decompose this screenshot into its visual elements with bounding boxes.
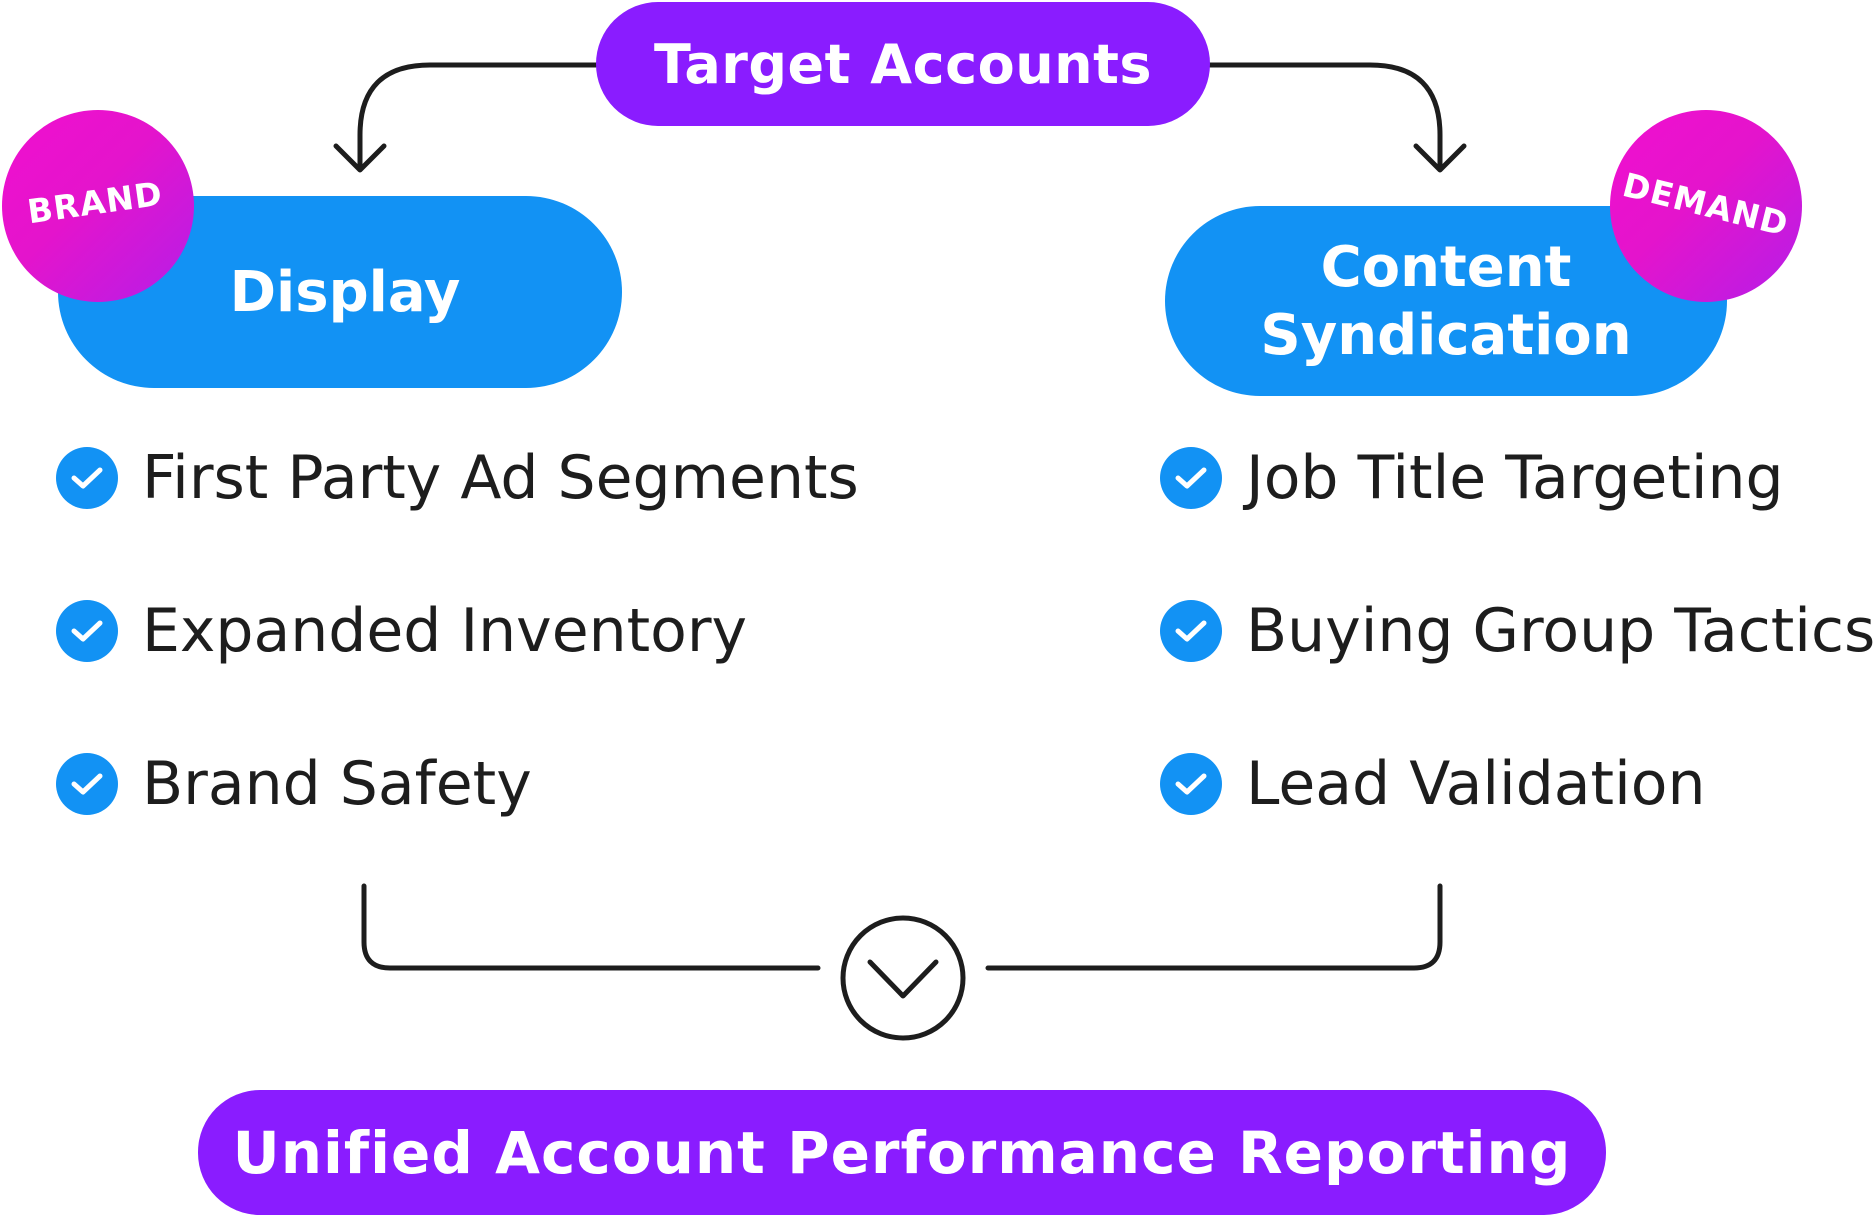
list-item-label: Brand Safety — [142, 749, 532, 819]
arrow-right-connector — [1207, 62, 1443, 171]
list-item-label: Lead Validation — [1246, 749, 1706, 819]
content-syndication-feature-list: Job Title Targeting Buying Group Tactics… — [1160, 443, 1876, 819]
content-syndication-title-line2: Syndication — [1260, 303, 1632, 368]
brand-badge: BRAND — [2, 110, 194, 302]
list-item-label: Expanded Inventory — [142, 596, 748, 666]
list-item-label: First Party Ad Segments — [142, 443, 859, 513]
list-item-label: Buying Group Tactics — [1246, 596, 1876, 666]
content-syndication-title-line1: Content — [1320, 235, 1572, 300]
check-circle-icon — [56, 447, 118, 509]
list-item: Brand Safety — [56, 749, 859, 819]
bracket-left-connector — [361, 883, 821, 971]
demand-badge-label: DEMAND — [1619, 164, 1793, 244]
bracket-right-connector — [985, 883, 1443, 971]
brand-badge-label: BRAND — [24, 173, 166, 231]
list-item: Expanded Inventory — [56, 596, 859, 666]
check-circle-icon — [56, 753, 118, 815]
arrow-down-icon — [1413, 143, 1467, 173]
chevron-down-circle-icon — [840, 915, 966, 1041]
list-item: Job Title Targeting — [1160, 443, 1875, 513]
arrow-left-connector — [357, 62, 599, 171]
demand-badge: DEMAND — [1610, 110, 1802, 302]
check-circle-icon — [1160, 447, 1222, 509]
list-item: Buying Group Tactics — [1160, 596, 1876, 666]
display-title: Display — [229, 259, 461, 325]
check-circle-icon — [1160, 753, 1222, 815]
check-circle-icon — [1160, 600, 1222, 662]
target-accounts-pill: Target Accounts — [596, 2, 1210, 126]
list-item-label: Job Title Targeting — [1246, 443, 1784, 513]
unified-reporting-pill: Unified Account Performance Reporting — [198, 1090, 1606, 1215]
check-circle-icon — [56, 600, 118, 662]
target-accounts-label: Target Accounts — [653, 32, 1153, 96]
unified-reporting-label: Unified Account Performance Reporting — [232, 1118, 1572, 1187]
list-item: First Party Ad Segments — [56, 443, 859, 513]
arrow-down-icon — [333, 143, 387, 173]
list-item: Lead Validation — [1160, 749, 1875, 819]
display-feature-list: First Party Ad Segments Expanded Invento… — [56, 443, 859, 819]
